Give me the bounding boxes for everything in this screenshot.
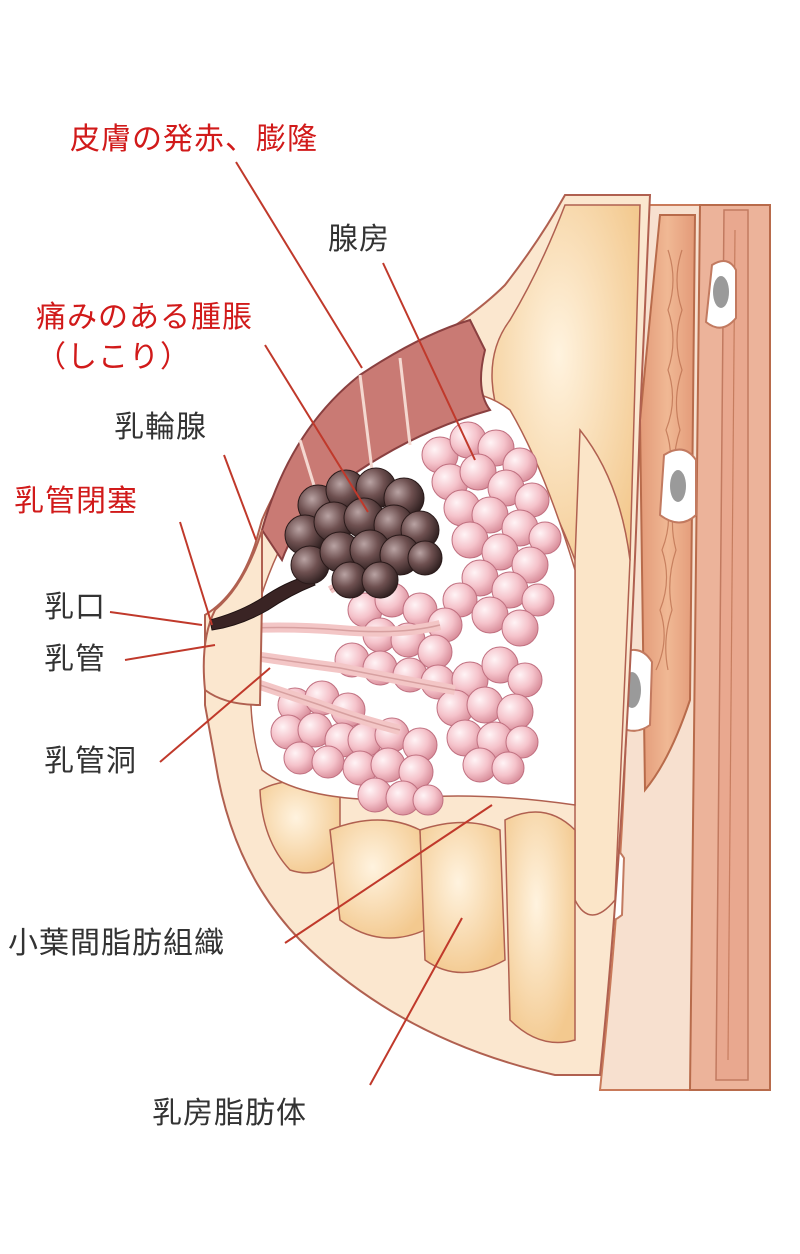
label-lactiferous-sinus: 乳管洞 xyxy=(44,744,137,779)
label-skin-redness-swelling: 皮膚の発赤、膨隆 xyxy=(70,122,318,157)
chest-wall-muscle xyxy=(582,204,771,1091)
label-nipple-opening: 乳口 xyxy=(44,590,106,625)
label-breast-fat-body: 乳房脂肪体 xyxy=(152,1096,307,1131)
gland-lobules xyxy=(270,421,562,816)
painful-mass xyxy=(284,467,443,599)
label-duct-blockage: 乳管閉塞 xyxy=(14,484,138,519)
label-painful-mass-sub: （しこり） xyxy=(36,340,191,375)
label-areolar-gland: 乳輪腺 xyxy=(114,410,207,445)
label-gland-lobe: 腺房 xyxy=(328,222,390,257)
label-interlobular-fat: 小葉間脂肪組織 xyxy=(8,926,225,961)
label-milk-duct: 乳管 xyxy=(44,642,106,677)
label-painful-mass: 痛みのある腫脹 xyxy=(36,300,253,335)
leader-lines xyxy=(109,161,493,1086)
blocked-duct xyxy=(209,574,316,631)
breast-fat-body xyxy=(204,194,652,1076)
